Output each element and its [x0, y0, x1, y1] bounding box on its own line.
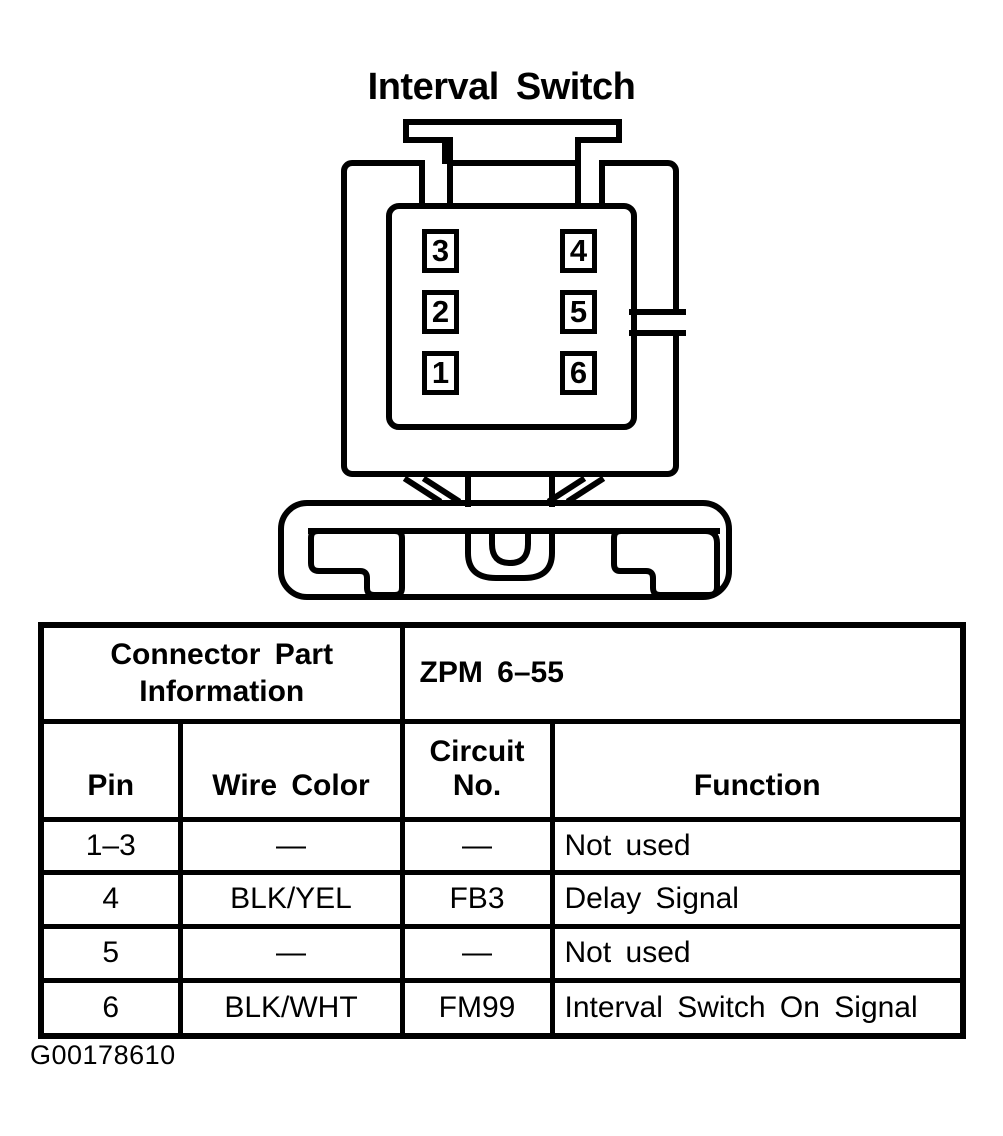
cell-circuit-no: FB3: [399, 869, 555, 929]
lock-posts: [419, 137, 605, 209]
pin-box-4: 4: [560, 229, 597, 273]
cell-circuit-no: —: [399, 923, 555, 983]
cell-function: Interval Switch On Signal: [549, 977, 966, 1039]
figure-code: G00178610: [30, 1040, 176, 1070]
table-row: 1–3 — — Not used: [38, 816, 966, 875]
pin-label: 1: [431, 355, 450, 390]
cell-circuit-no: —: [399, 816, 555, 875]
cell-function: Not used: [549, 923, 966, 983]
post-gap-left: [425, 159, 447, 168]
header-pin: Pin: [38, 718, 183, 822]
cell-function: Delay Signal: [549, 869, 966, 929]
table-row: 6 BLK/WHT FM99 Interval Switch On Signal: [38, 977, 966, 1039]
pin-label: 2: [431, 294, 450, 329]
pin-label: 5: [569, 294, 588, 329]
center-channel: [465, 474, 555, 507]
cell-pin: 1–3: [38, 816, 183, 875]
post-gap-right: [581, 159, 599, 168]
connector-part-info-label: Connector Part Information: [110, 637, 334, 709]
cell-wire-color: BLK/YEL: [177, 869, 405, 929]
cell-wire-color: BLK/WHT: [177, 977, 405, 1039]
side-slot-gap: [672, 315, 682, 330]
connector-part-info-cell: Connector Part Information: [38, 622, 405, 724]
cell-wire-color: —: [177, 816, 405, 875]
bracket-right-cutout: [611, 528, 720, 598]
cell-circuit-no: FM99: [399, 977, 555, 1039]
pin-box-5: 5: [560, 290, 597, 334]
cell-wire-color: —: [177, 923, 405, 983]
cell-pin: 4: [38, 869, 183, 929]
header-circuit-no: Circuit No.: [399, 718, 555, 822]
connector-part-number-cell: ZPM 6–55: [399, 622, 966, 724]
mounting-bracket: [278, 500, 732, 600]
pin-label: 6: [569, 355, 588, 390]
pin-box-1: 1: [422, 351, 459, 395]
cell-pin: 6: [38, 977, 183, 1039]
table-row-part-info: Connector Part Information ZPM 6–55: [38, 622, 966, 724]
connector-line-art: [278, 119, 732, 600]
pin-label: 3: [431, 233, 450, 268]
connector-figure: 3 4 2 5 1 6: [278, 119, 732, 600]
pin-box-6: 6: [560, 351, 597, 395]
bracket-left-cutout: [308, 528, 405, 598]
table-row: 4 BLK/YEL FB3 Delay Signal: [38, 869, 966, 929]
table-row: 5 — — Not used: [38, 923, 966, 983]
lock-tab: [403, 119, 622, 164]
pin-label: 4: [569, 233, 588, 268]
side-slot: [629, 309, 686, 336]
connector-info-table: Connector Part Information ZPM 6–55 Pin …: [38, 622, 966, 1039]
bracket-wings: [402, 475, 606, 505]
pin-cavity-frame: [386, 203, 637, 430]
header-wire-color: Wire Color: [177, 718, 405, 822]
diagram-title: Interval Switch: [367, 66, 636, 108]
pin-box-2: 2: [422, 290, 459, 334]
bracket-u-cutout: [465, 528, 555, 581]
cell-pin: 5: [38, 923, 183, 983]
pin-box-3: 3: [422, 229, 459, 273]
cell-function: Not used: [549, 816, 966, 875]
table-header-row: Pin Wire Color Circuit No. Function: [38, 718, 966, 822]
connector-part-number: ZPM 6–55: [419, 656, 564, 690]
bracket-inner-arch: [489, 528, 531, 567]
header-function: Function: [549, 718, 966, 822]
